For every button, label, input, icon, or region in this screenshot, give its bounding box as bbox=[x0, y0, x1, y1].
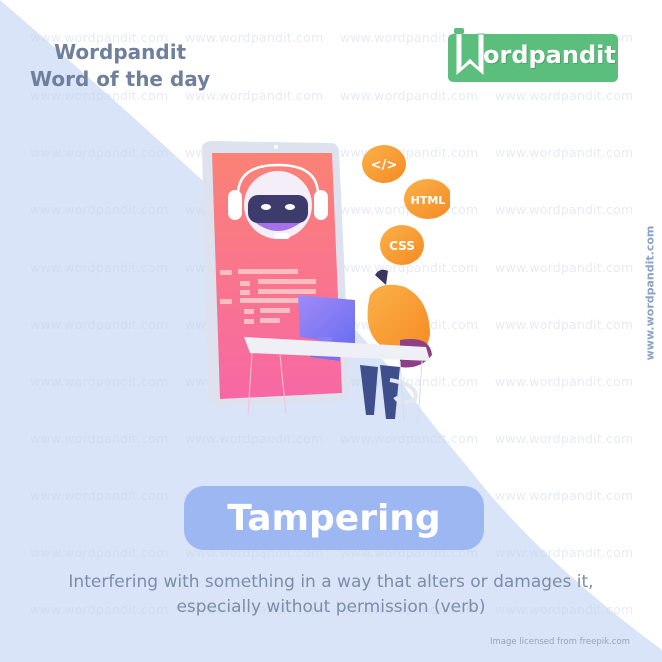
css-badge-icon: CSS bbox=[380, 225, 424, 265]
html-badge-icon: HTML bbox=[404, 179, 450, 219]
tagline: Word of the day bbox=[30, 67, 211, 91]
svg-text:CSS: CSS bbox=[389, 239, 415, 253]
definition: Interfering with something in a way that… bbox=[20, 570, 642, 620]
word-term: Tampering bbox=[227, 497, 441, 539]
side-url[interactable]: www.wordpandit.com bbox=[640, 218, 660, 368]
bookmark-w-icon bbox=[454, 28, 485, 78]
side-url-text: www.wordpandit.com bbox=[643, 225, 657, 361]
brand-name: Wordpandit bbox=[54, 40, 187, 64]
desk-icon bbox=[244, 337, 430, 424]
svg-text:HTML: HTML bbox=[411, 194, 446, 207]
logo-text: ordpandit bbox=[483, 41, 616, 69]
code-badge-icon: </> bbox=[362, 145, 406, 183]
code-lines bbox=[220, 269, 316, 324]
wordpandit-logo[interactable]: ordpandit bbox=[448, 28, 618, 82]
svg-text:</>: </> bbox=[371, 158, 398, 173]
word-pill: Tampering bbox=[184, 486, 484, 550]
robot-icon bbox=[228, 163, 328, 239]
definition-line-2: especially without permission (verb) bbox=[176, 597, 486, 617]
definition-line-1: Interfering with something in a way that… bbox=[68, 572, 594, 592]
header: Wordpandit Word of the day bbox=[30, 40, 210, 92]
illustration: </> HTML CSS bbox=[202, 141, 450, 424]
image-credit: Image licensed from freepik.com bbox=[490, 637, 630, 647]
